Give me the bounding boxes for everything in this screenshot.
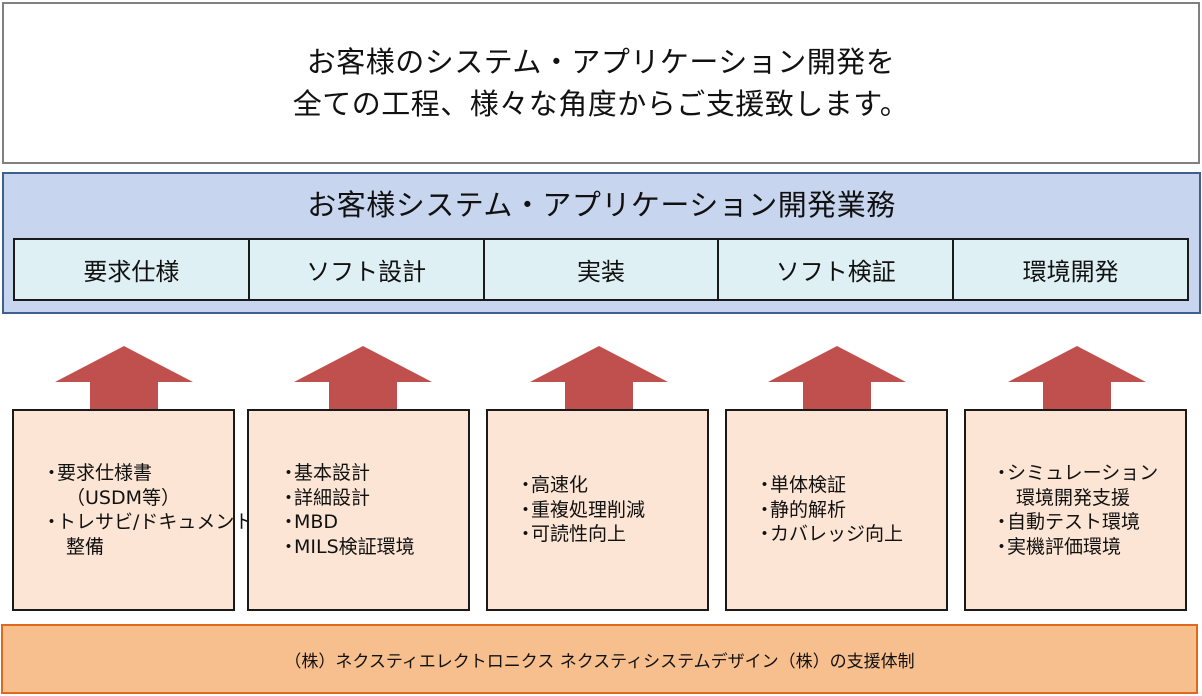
phase-environment-development: 環境開発 [1022,258,1119,286]
support-card-software-design: 基本設計 詳細設計 MBD MILS検証環境 [247,409,470,611]
up-arrow-icon [55,346,193,414]
phase-row: 要求仕様 ソフト設計 実装 ソフト検証 環境開発 [13,238,1189,301]
list-item: 環境開発支援 [992,486,1185,511]
list-item-text: 整備 [66,535,105,558]
list-item: MBD [279,510,468,535]
up-arrow-icon [294,346,432,414]
list-item: 実機評価環境 [992,535,1185,560]
list-item: 高速化 [516,473,707,498]
list-item: （USDM等） [42,486,233,511]
development-work-panel: お客様システム・アプリケーション開発業務 要求仕様 ソフト設計 実装 ソフト検証… [2,172,1201,314]
support-list: 要求仕様書 （USDM等） トレサビ/ドキュメント 整備 [42,461,253,560]
headline-line-1: お客様のシステム・アプリケーション開発を [306,45,896,79]
list-item-text: 環境開発支援 [1016,486,1131,509]
support-card-verification: 単体検証 静的解析 カバレッジ向上 [725,409,948,611]
support-card-environment: シミュレーション 環境開発支援 自動テスト環境 実機評価環境 [964,409,1187,611]
list-item: 重複処理削減 [516,498,707,523]
up-arrow-icon [768,346,906,414]
up-arrow-icon [1008,346,1146,414]
list-item: 要求仕様書 [42,461,233,486]
up-arrow-icon [530,346,668,414]
list-item: MILS検証環境 [279,535,468,560]
list-item: トレサビ/ドキュメント [42,510,253,535]
list-item: 静的解析 [755,498,946,523]
support-system-footer: （株）ネクスティエレクトロニクス ネクスティシステムデザイン（株）の支援体制 [1,624,1198,694]
headline-line-2: 全ての工程、様々な角度からご支援致します。 [292,87,910,121]
support-card-requirements: 要求仕様書 （USDM等） トレサビ/ドキュメント 整備 [12,409,253,611]
list-item: 可読性向上 [516,522,707,547]
support-list: 基本設計 詳細設計 MBD MILS検証環境 [279,461,468,559]
support-list: 高速化 重複処理削減 可読性向上 [516,473,707,547]
development-work-title: お客様システム・アプリケーション開発業務 [307,188,896,222]
list-item: シミュレーション [992,461,1185,486]
phase-requirements: 要求仕様 [15,240,250,299]
list-item: 整備 [42,535,233,560]
list-item: 自動テスト環境 [992,510,1185,535]
list-item: 基本設計 [279,461,468,486]
phase-software-design: ソフト設計 [250,240,485,299]
support-list: 単体検証 静的解析 カバレッジ向上 [755,473,946,547]
list-item-text: （USDM等） [66,486,180,509]
phase-software-verification: ソフト検証 [719,240,955,299]
support-list: シミュレーション 環境開発支援 自動テスト環境 実機評価環境 [992,461,1185,559]
phase-implementation: 実装 [485,240,720,299]
list-item: 単体検証 [755,473,946,498]
support-card-implementation: 高速化 重複処理削減 可読性向上 [486,409,709,611]
list-item: カバレッジ向上 [755,522,946,547]
headline-box: お客様のシステム・アプリケーション開発を 全ての工程、様々な角度からご支援致しま… [2,2,1200,164]
list-item: 詳細設計 [279,486,468,511]
